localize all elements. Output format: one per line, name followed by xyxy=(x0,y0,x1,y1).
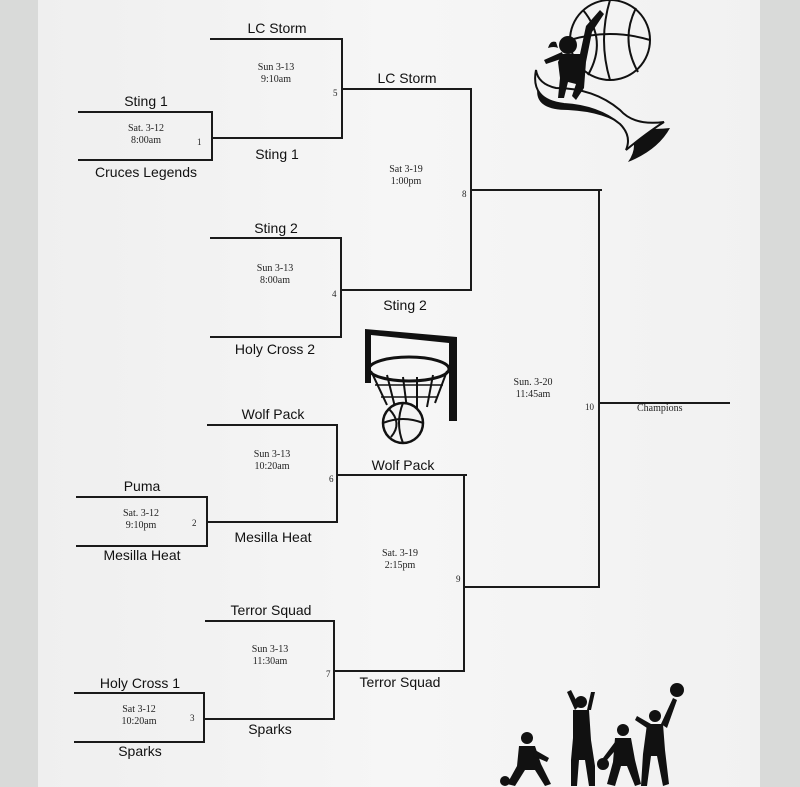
game-number: 10 xyxy=(585,402,594,412)
game-time: 8:00am xyxy=(130,135,161,146)
game-number: 5 xyxy=(333,88,338,98)
game-number: 1 xyxy=(197,137,202,147)
game-time: 10:20am xyxy=(254,461,290,472)
team-name: Sparks xyxy=(248,721,292,737)
basketball-player-icon xyxy=(534,0,670,162)
game-time: 9:10pm xyxy=(125,520,157,531)
bracket-line xyxy=(76,496,208,498)
game-number: 9 xyxy=(456,574,461,584)
game-date: Sat. 3-19 xyxy=(381,548,419,559)
game-time: 11:45am xyxy=(515,389,551,400)
bracket-line xyxy=(211,137,343,139)
game-schedule: Sat 3-19 1:00pm xyxy=(389,164,423,188)
game-schedule: Sat. 3-12 9:10pm xyxy=(123,508,159,532)
champions-label: Champions xyxy=(637,403,683,414)
game-date: Sat. 3-12 xyxy=(122,508,160,519)
team-name: Terror Squad xyxy=(230,602,312,618)
bracket-line xyxy=(336,474,467,476)
bracket-line xyxy=(463,586,599,588)
game-schedule: Sun 3-13 10:20am xyxy=(254,449,290,473)
game-schedule: Sun 3-13 8:00am xyxy=(257,263,293,287)
game-number: 2 xyxy=(192,518,197,528)
team-name: Sting 1 xyxy=(255,146,299,162)
game-time: 11:30am xyxy=(252,656,288,667)
team-name: Sting 2 xyxy=(383,297,427,313)
team-name: LC Storm xyxy=(377,70,437,86)
game-time: 8:00am xyxy=(260,275,290,286)
bracket-line xyxy=(210,336,342,338)
bracket-line xyxy=(203,692,205,743)
team-name: Cruces Legends xyxy=(95,164,197,180)
bracket-line xyxy=(205,620,335,622)
team-name: Holy Cross 2 xyxy=(234,341,316,357)
team-name: Sparks xyxy=(118,743,162,759)
game-date: Sun 3-13 xyxy=(257,62,295,73)
game-schedule: Sat. 3-12 8:00am xyxy=(128,123,164,147)
game-schedule: Sun 3-13 9:10am xyxy=(258,62,294,86)
basketball-players-silhouettes xyxy=(500,683,684,786)
bracket-line xyxy=(78,159,212,161)
bracket-line xyxy=(598,402,730,404)
game-time: 9:10am xyxy=(261,74,291,85)
team-name: LC Storm xyxy=(247,20,307,36)
game-number: 4 xyxy=(332,289,337,299)
game-date: Sat 3-19 xyxy=(389,164,423,175)
team-name: Wolf Pack xyxy=(371,457,435,473)
game-number: 6 xyxy=(329,474,334,484)
game-schedule: Sun 3-13 11:30am xyxy=(252,644,288,668)
bracket-line xyxy=(340,237,342,338)
bracket-line xyxy=(78,111,212,113)
team-name: Mesilla Heat xyxy=(103,547,181,563)
team-name: Puma xyxy=(123,478,161,494)
bracket-line xyxy=(203,718,335,720)
game-schedule: Sat 3-12 10:20am xyxy=(122,704,157,728)
basketball-hoop-icon xyxy=(365,329,457,445)
game-date: Sat 3-12 xyxy=(122,704,156,715)
game-number: 8 xyxy=(462,189,467,199)
game-time: 2:15pm xyxy=(384,560,416,571)
team-name: Sting 2 xyxy=(254,220,298,236)
bracket-line xyxy=(463,474,465,672)
team-name: Sting 1 xyxy=(124,93,168,109)
game-number: 7 xyxy=(326,669,331,679)
game-date: Sun 3-13 xyxy=(251,644,289,655)
game-time: 1:00pm xyxy=(390,176,422,187)
game-date: Sun 3-13 xyxy=(253,449,291,460)
team-name: Wolf Pack xyxy=(241,406,305,422)
bracket-line xyxy=(206,521,338,523)
bracket-line xyxy=(210,237,342,239)
bracket-line xyxy=(470,189,602,191)
bracket-line xyxy=(341,88,472,90)
bracket-line xyxy=(76,545,208,547)
game-schedule: Sun. 3-20 11:45am xyxy=(514,377,553,401)
bracket-line xyxy=(210,38,343,40)
bracket-line xyxy=(598,189,600,588)
game-date: Sun. 3-20 xyxy=(513,377,553,388)
bracket-line xyxy=(207,424,338,426)
bracket-line xyxy=(336,424,338,523)
bracket-line xyxy=(74,692,205,694)
bracket-line xyxy=(340,289,471,291)
team-name: Terror Squad xyxy=(359,674,441,690)
game-time: 10:20am xyxy=(121,716,157,727)
bracket-line xyxy=(333,670,465,672)
bracket-line xyxy=(211,111,213,161)
team-name: Mesilla Heat xyxy=(234,529,312,545)
bracket-line xyxy=(74,741,205,743)
game-date: Sun 3-13 xyxy=(256,263,294,274)
game-number: 3 xyxy=(190,713,195,723)
team-name: Holy Cross 1 xyxy=(99,675,181,691)
game-date: Sat. 3-12 xyxy=(127,123,165,134)
game-schedule: Sat. 3-19 2:15pm xyxy=(382,548,418,572)
